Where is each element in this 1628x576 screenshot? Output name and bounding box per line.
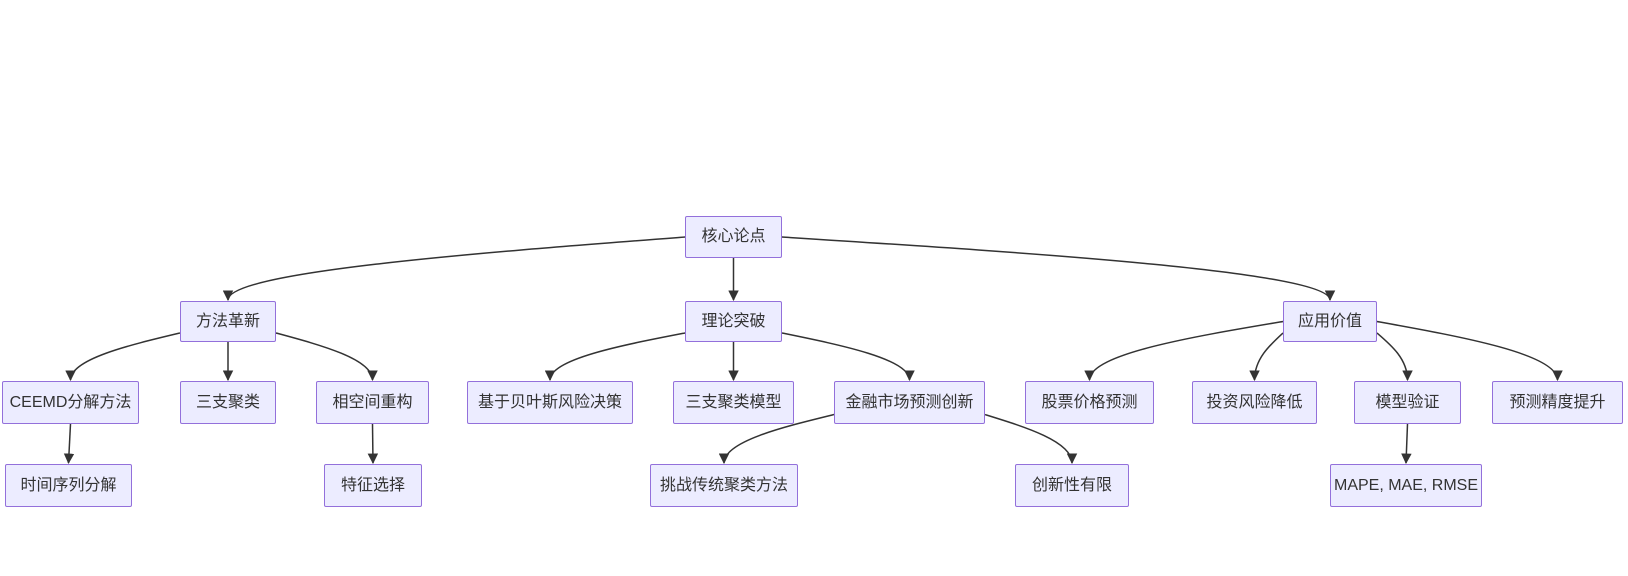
node-time-series-decomposition: 时间序列分解 (5, 464, 132, 507)
node-feature-selection: 特征选择 (324, 464, 422, 507)
edge-theoretical-breakthrough-to-bayesian-risk-decision (544, 332, 686, 382)
node-bayesian-risk-decision: 基于贝叶斯风险决策 (467, 381, 633, 424)
node-method-innovation: 方法革新 (180, 301, 276, 342)
edge-method-innovation-to-ceemd-decomposition (65, 332, 181, 382)
edge-application-value-to-investment-risk-reduction (1249, 332, 1284, 382)
edge-theoretical-breakthrough-to-financial-market-prediction (781, 332, 915, 382)
node-model-validation: 模型验证 (1354, 381, 1461, 424)
node-three-way-clustering: 三支聚类 (180, 381, 276, 424)
node-financial-market-prediction: 金融市场预测创新 (834, 381, 985, 424)
node-three-way-clustering-model: 三支聚类模型 (673, 381, 794, 424)
edge-model-validation-to-mape-mae-rmse (1401, 423, 1412, 465)
edge-phase-space-reconstruction-to-feature-selection (367, 423, 379, 465)
node-mape-mae-rmse: MAPE, MAE, RMSE (1330, 464, 1482, 507)
node-challenge-traditional-clustering: 挑战传统聚类方法 (650, 464, 798, 507)
node-stock-price-prediction: 股票价格预测 (1025, 381, 1154, 424)
node-application-value: 应用价值 (1283, 301, 1377, 342)
node-prediction-accuracy-improvement: 预测精度提升 (1492, 381, 1623, 424)
node-phase-space-reconstruction: 相空间重构 (316, 381, 429, 424)
edge-application-value-to-prediction-accuracy-improvement (1376, 320, 1563, 382)
node-investment-risk-reduction: 投资风险降低 (1192, 381, 1317, 424)
node-limited-innovation: 创新性有限 (1015, 464, 1129, 507)
edge-method-innovation-to-phase-space-reconstruction (275, 332, 378, 382)
edge-ceemd-decomposition-to-time-series-decomposition (63, 423, 75, 465)
edge-core-thesis-to-method-innovation (222, 236, 686, 302)
node-ceemd-decomposition: CEEMD分解方法 (2, 381, 139, 424)
edge-application-value-to-stock-price-prediction (1084, 320, 1284, 382)
edge-application-value-to-model-validation (1376, 332, 1413, 382)
edge-core-thesis-to-application-value (781, 236, 1336, 302)
node-theoretical-breakthrough: 理论突破 (685, 301, 782, 342)
edge-group (63, 236, 1563, 465)
node-core-thesis: 核心论点 (685, 216, 782, 258)
